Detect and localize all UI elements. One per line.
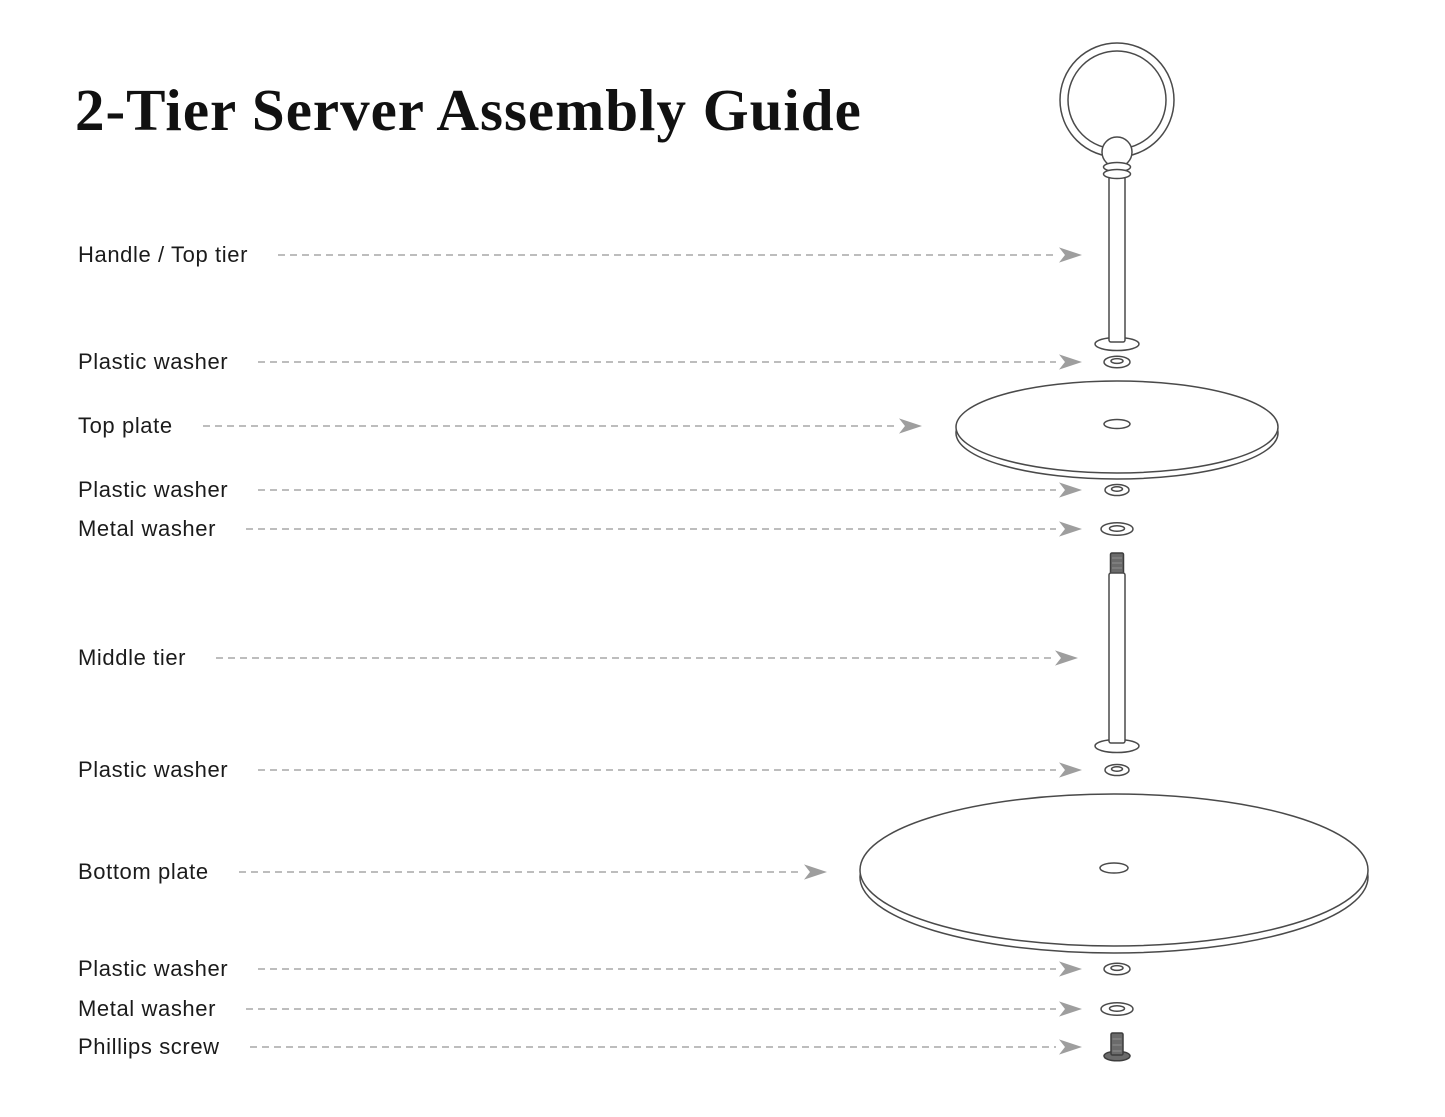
arrowhead-icon (804, 864, 827, 880)
callout-middle-tier: Middle tier (78, 643, 1078, 673)
arrowhead-icon (1059, 521, 1082, 537)
arrowhead-icon (1059, 1039, 1082, 1055)
leader-line (258, 361, 1056, 363)
callout-label: Top plate (78, 413, 173, 438)
metal-washer-1-icon (1100, 521, 1134, 537)
phillips-screw-icon (1103, 1032, 1131, 1062)
leader-line (246, 1008, 1056, 1010)
arrowhead-icon (899, 418, 922, 434)
callout-plastic-washer-3: Plastic washer (78, 755, 1082, 785)
arrowhead-icon (1059, 961, 1082, 977)
bottom-plate-icon (859, 793, 1369, 954)
top-plate-icon (955, 380, 1279, 480)
leader-line (258, 769, 1056, 771)
callout-plastic-washer-2: Plastic washer (78, 475, 1082, 505)
callout-metal-washer-2: Metal washer (78, 994, 1082, 1024)
handle-rod-icon (1108, 175, 1126, 343)
leader-line (258, 489, 1056, 491)
arrowhead-icon (1055, 650, 1078, 666)
leader-line (246, 528, 1056, 530)
leader-line (202, 425, 896, 427)
callout-plastic-washer-4: Plastic washer (78, 954, 1082, 984)
leader-line (258, 968, 1056, 970)
leader-line (278, 254, 1056, 256)
callout-top-plate: Top plate (78, 411, 922, 441)
callout-bottom-plate: Bottom plate (78, 857, 827, 887)
callout-phillips-screw: Phillips screw (78, 1032, 1082, 1062)
arrowhead-icon (1059, 247, 1082, 263)
leader-line (216, 657, 1052, 659)
handle-knob-icon (1101, 136, 1133, 180)
callout-label: Middle tier (78, 645, 187, 670)
callout-label: Metal washer (78, 516, 217, 541)
arrowhead-icon (1059, 482, 1082, 498)
plastic-washer-3-icon (1104, 763, 1130, 777)
callout-label: Plastic washer (78, 757, 229, 782)
callout-label: Plastic washer (78, 956, 229, 981)
callout-label: Phillips screw (78, 1034, 220, 1059)
arrowhead-icon (1059, 762, 1082, 778)
callout-label: Metal washer (78, 996, 217, 1021)
leader-line (249, 1046, 1056, 1048)
leader-line (238, 871, 801, 873)
middle-tier-icon (1094, 552, 1140, 754)
plastic-washer-2-icon (1104, 483, 1130, 497)
callout-label: Plastic washer (78, 477, 229, 502)
callout-label: Bottom plate (78, 859, 209, 884)
metal-washer-2-icon (1100, 1001, 1134, 1017)
page-title: 2-Tier Server Assembly Guide (75, 77, 862, 143)
callout-plastic-washer-1: Plastic washer (78, 347, 1082, 377)
callout-label: Handle / Top tier (78, 242, 249, 267)
arrowhead-icon (1059, 354, 1082, 370)
plastic-washer-1-icon (1103, 355, 1131, 369)
plastic-washer-4-icon (1103, 962, 1131, 976)
callout-handle-top-tier: Handle / Top tier (78, 240, 1082, 270)
callout-label: Plastic washer (78, 349, 229, 374)
arrowhead-icon (1059, 1001, 1082, 1017)
callout-metal-washer-1: Metal washer (78, 514, 1082, 544)
